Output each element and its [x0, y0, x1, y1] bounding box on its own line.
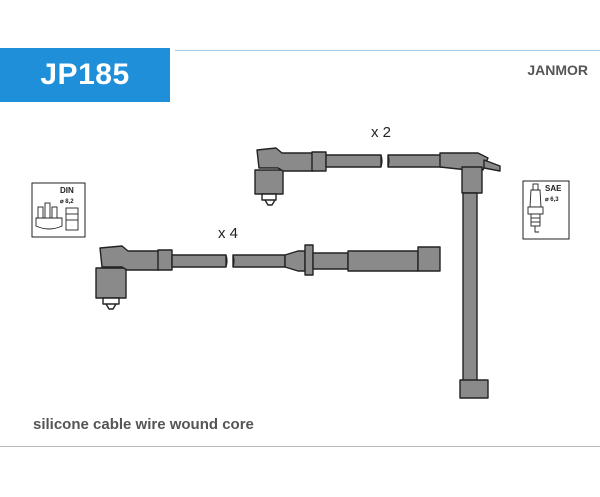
- left-connector-taper: [284, 250, 306, 272]
- left-boot-collar: [157, 249, 173, 271]
- brand-name: JANMOR: [527, 62, 588, 78]
- footer-divider: [0, 446, 600, 447]
- left-cable-segment-1: [171, 254, 227, 268]
- top-boot-collar: [311, 151, 327, 172]
- top-cut-edge-left: [380, 154, 383, 168]
- left-boot-tip: [105, 303, 117, 310]
- top-boot-tip: [264, 199, 276, 206]
- sae-spark-plug-icon: SAE ⌀ 6,3: [522, 180, 570, 240]
- din-label: DIN: [60, 186, 74, 195]
- left-boot-body: [95, 267, 127, 299]
- quantity-top-label: x 2: [371, 124, 391, 141]
- left-connector-body: [312, 252, 349, 270]
- left-connector-end: [417, 246, 441, 272]
- left-boot-terminal: [102, 297, 120, 305]
- quantity-left-label: x 4: [218, 225, 238, 242]
- din-distributor-icon: DIN ⌀ 8,2: [31, 182, 86, 238]
- top-boot-elbow: [256, 147, 314, 172]
- left-boot-elbow: [99, 245, 160, 271]
- top-cable-segment-1: [325, 154, 382, 168]
- din-size: ⌀ 8,2: [60, 199, 74, 205]
- part-number-banner: JP185: [0, 48, 170, 102]
- left-connector-ring: [304, 244, 314, 276]
- sae-size: ⌀ 6,3: [545, 197, 559, 203]
- top-cable-segment-2: [387, 154, 444, 168]
- left-cut-edge-left: [225, 254, 228, 268]
- left-cable-segment-2: [232, 254, 286, 268]
- header-divider: [175, 50, 600, 51]
- top-cut-edge-right: [387, 154, 390, 168]
- sae-label: SAE: [545, 184, 562, 193]
- left-cable-assembly: [95, 244, 441, 310]
- product-description: silicone cable wire wound core: [33, 416, 254, 433]
- left-cut-edge-right: [232, 254, 235, 268]
- top-vertical-cable: [462, 192, 478, 384]
- left-connector-sleeve: [347, 250, 419, 272]
- top-right-elbow: [439, 152, 489, 171]
- top-boot-body: [254, 169, 284, 195]
- top-right-clip: [483, 159, 501, 172]
- top-bottom-boot: [459, 379, 489, 399]
- part-number: JP185: [40, 58, 130, 91]
- top-cable-assembly: [254, 147, 501, 399]
- top-right-collar: [461, 166, 483, 194]
- top-boot-terminal: [261, 193, 277, 201]
